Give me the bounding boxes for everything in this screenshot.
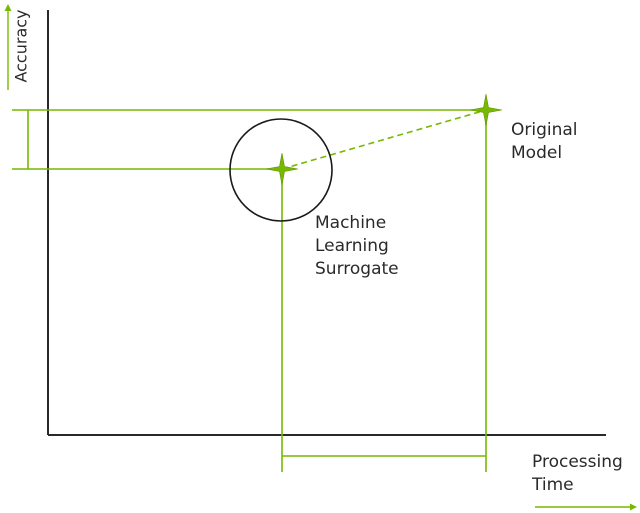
x-axis-label-text: Processing Time [532, 452, 623, 495]
original-model-label-text: Original Model [511, 120, 578, 163]
original-model-label: Original Model [511, 119, 578, 165]
x-axis-label: Processing Time [532, 451, 623, 497]
surrogate-label-text: Machine Learning Surrogate [315, 213, 399, 279]
star-marker-icon [265, 152, 299, 186]
y-axis-label: Accuracy [11, 9, 31, 83]
star-marker-icon [469, 93, 503, 127]
surrogate-label: Machine Learning Surrogate [315, 212, 399, 281]
surrogate-highlight-circle [229, 118, 333, 222]
y-axis-arrow-icon [4, 4, 12, 90]
x-axis-arrow-icon [535, 503, 637, 511]
tradeoff-connector [281, 109, 487, 170]
